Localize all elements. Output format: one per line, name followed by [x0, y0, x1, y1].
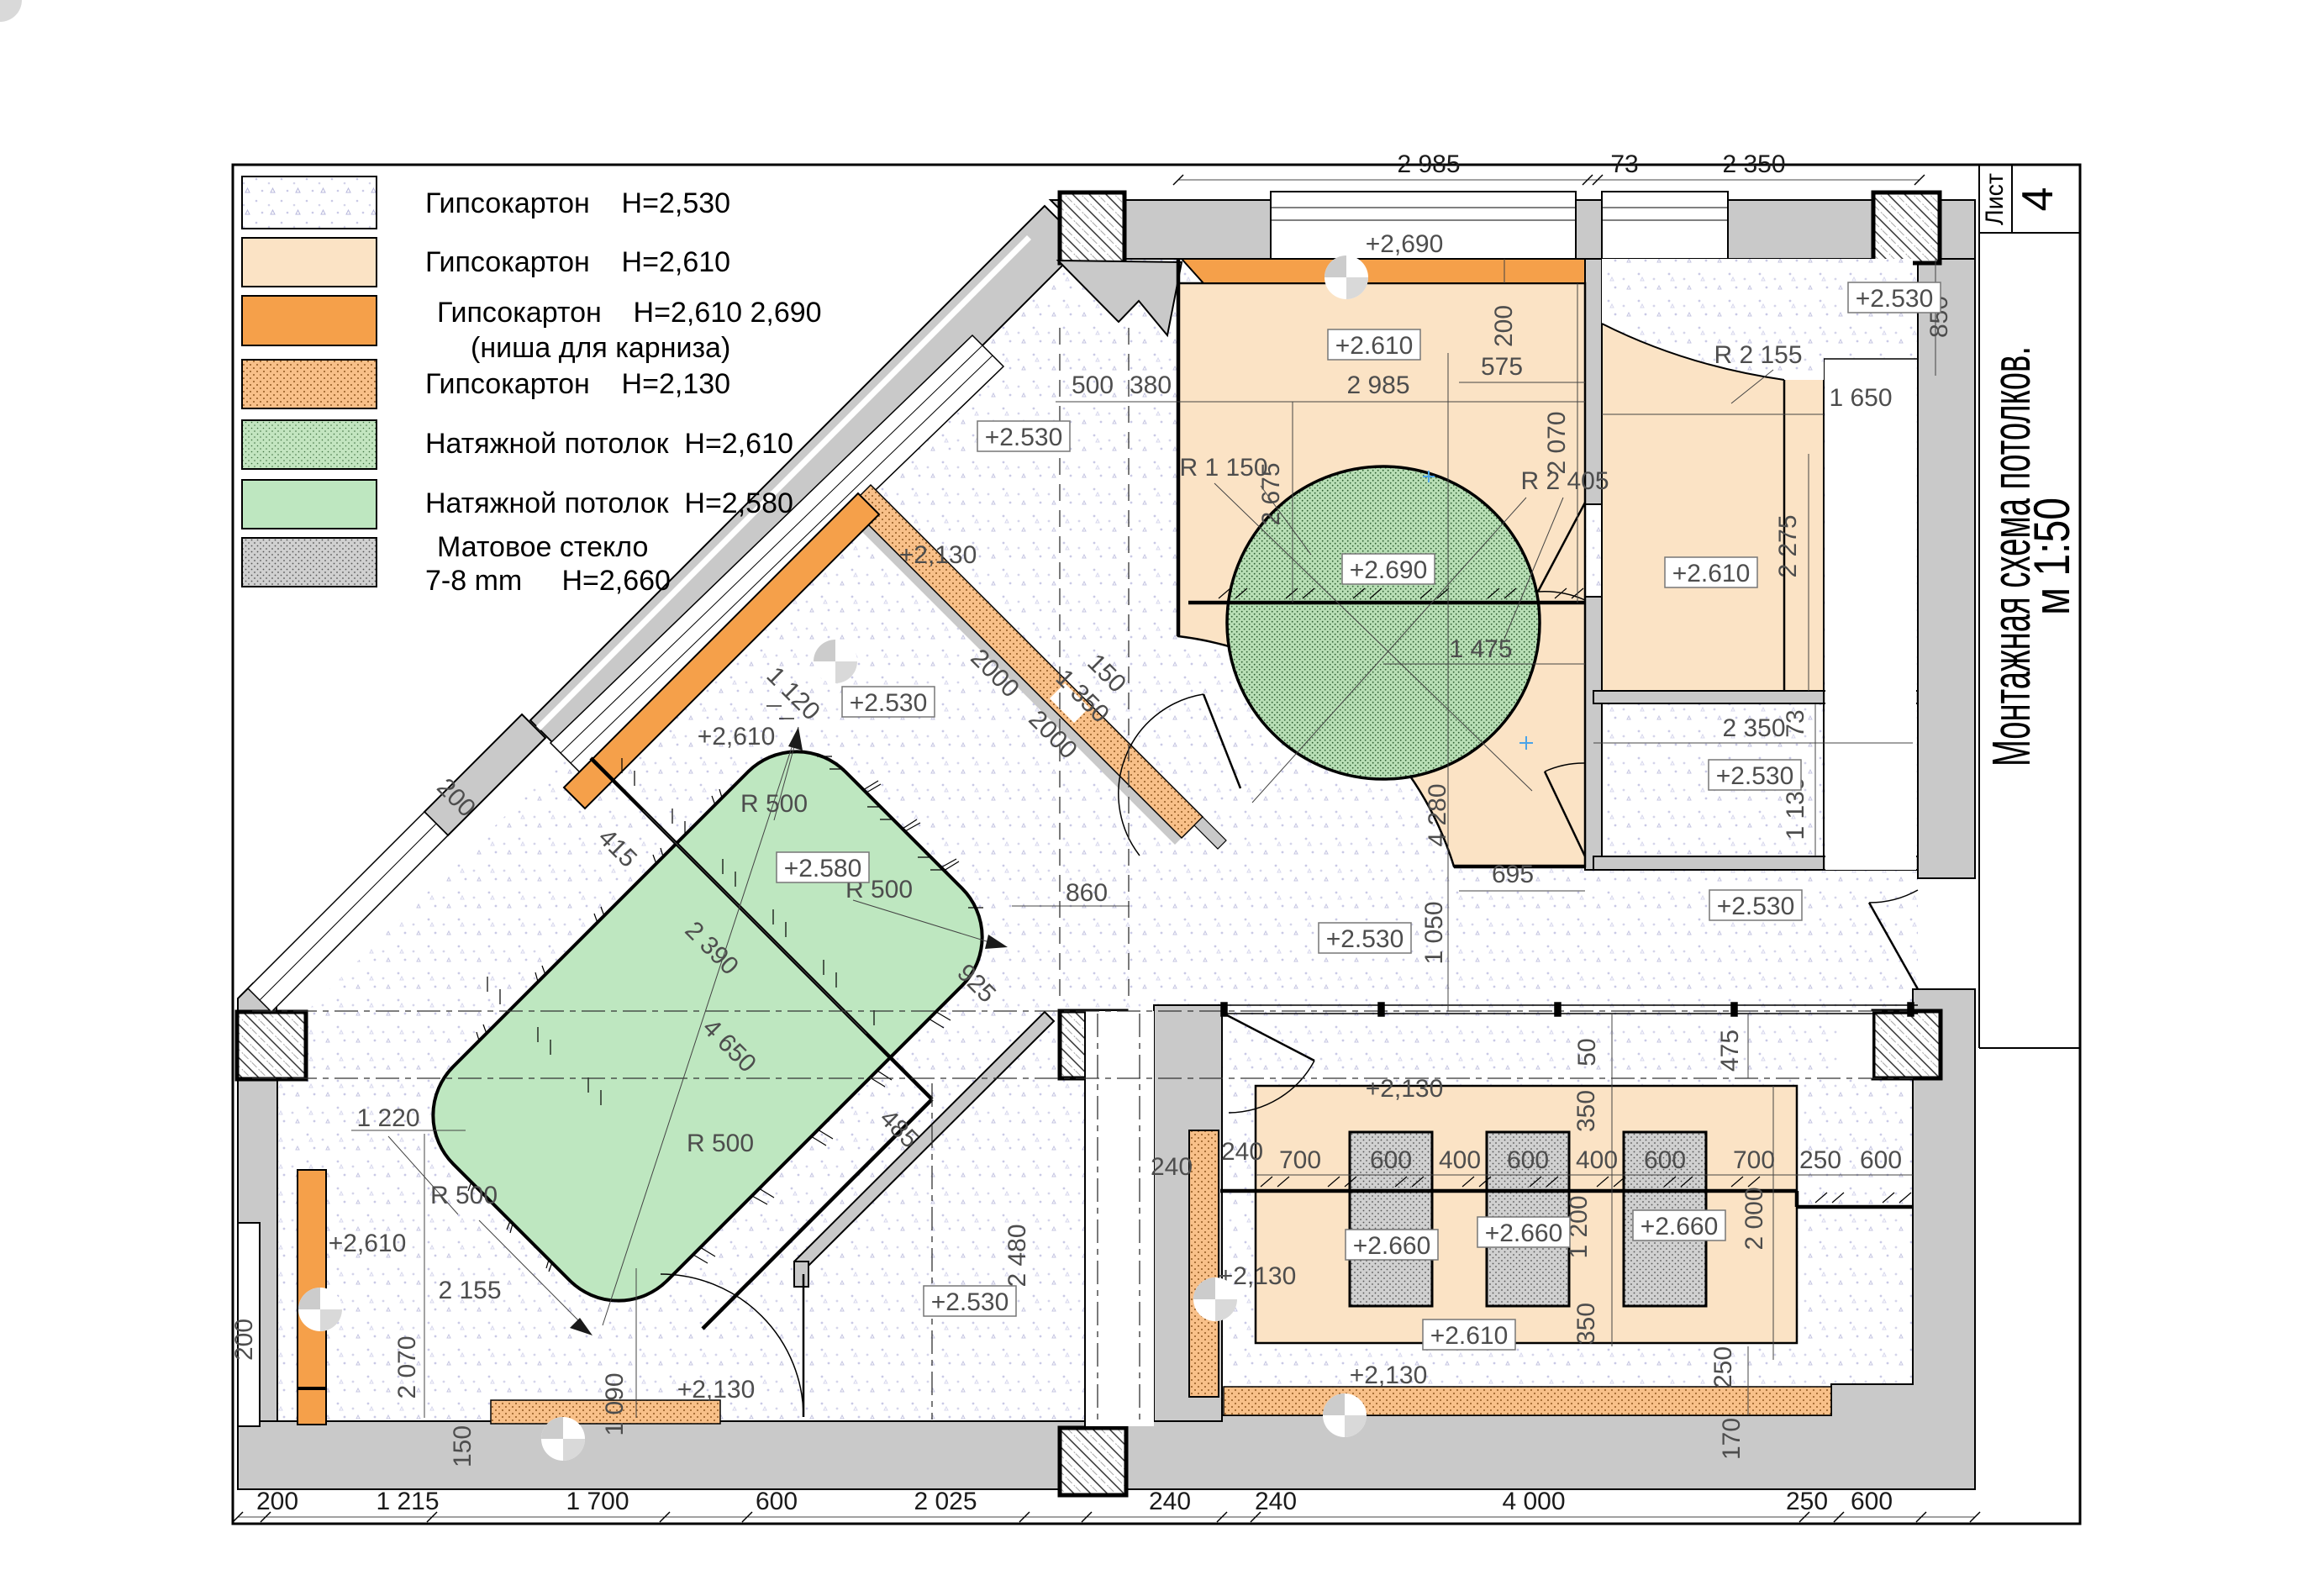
svg-text:Гипсокартон Н=2,610 2,690: Гипсокартон Н=2,610 2,690	[437, 297, 822, 329]
svg-text:+2.530: +2.530	[850, 689, 928, 717]
svg-text:1 700: 1 700	[566, 1488, 629, 1515]
svg-text:+2.660: +2.660	[1485, 1219, 1563, 1247]
svg-text:1 215: 1 215	[376, 1488, 439, 1515]
svg-text:+2.530: +2.530	[985, 424, 1063, 451]
svg-text:860: 860	[1066, 879, 1108, 907]
svg-text:240: 240	[1149, 1488, 1191, 1515]
svg-text:4 000: 4 000	[1502, 1488, 1565, 1515]
svg-text:Натяжной потолок Н=2,610: Натяжной потолок Н=2,610	[425, 428, 793, 460]
svg-text:R 2 155: R 2 155	[1714, 341, 1802, 369]
svg-text:150: 150	[449, 1425, 477, 1467]
svg-text:600: 600	[1644, 1146, 1686, 1174]
svg-text:475: 475	[1716, 1030, 1744, 1072]
svg-text:600: 600	[1370, 1146, 1412, 1174]
svg-text:Гипсокартон Н=2,610: Гипсокартон Н=2,610	[425, 246, 730, 278]
svg-text:Гипсокартон Н=2,130: Гипсокартон Н=2,130	[425, 368, 730, 400]
svg-text:2 985: 2 985	[1346, 371, 1409, 399]
svg-text:+2.580: +2.580	[784, 855, 862, 882]
svg-text:250: 250	[1799, 1146, 1841, 1174]
svg-text:R 1 150: R 1 150	[1179, 454, 1267, 482]
svg-text:250: 250	[1709, 1346, 1737, 1388]
svg-text:+2.660: +2.660	[1641, 1213, 1719, 1240]
svg-text:+2,130: +2,130	[677, 1376, 756, 1404]
svg-text:м 1:50: м 1:50	[2024, 498, 2080, 615]
svg-text:R 500: R 500	[430, 1182, 498, 1209]
svg-text:+2.610: +2.610	[1430, 1322, 1509, 1350]
svg-text:2 985: 2 985	[1397, 150, 1460, 178]
svg-text:Натяжной потолок Н=2,580: Натяжной потолок Н=2,580	[425, 487, 793, 519]
svg-text:2 675: 2 675	[1257, 462, 1285, 525]
svg-text:200: 200	[256, 1488, 298, 1515]
svg-text:+2.610: +2.610	[1335, 332, 1414, 360]
svg-text:R 2 405: R 2 405	[1520, 467, 1609, 495]
svg-text:2 025: 2 025	[914, 1488, 977, 1515]
svg-text:600: 600	[1507, 1146, 1549, 1174]
svg-text:(ниша для карниза): (ниша для карниза)	[471, 332, 730, 364]
svg-text:1 650: 1 650	[1829, 384, 1892, 412]
svg-text:73: 73	[1610, 150, 1638, 178]
svg-text:50: 50	[1573, 1038, 1601, 1066]
svg-text:+2,610: +2,610	[329, 1230, 407, 1257]
svg-text:2 275: 2 275	[1774, 514, 1802, 577]
svg-text:Монтажная схема потолков.: Монтажная схема потолков.	[1981, 346, 2041, 766]
svg-text:700: 700	[1279, 1146, 1321, 1174]
svg-text:1 090: 1 090	[601, 1372, 629, 1435]
svg-text:+2,130: +2,130	[1350, 1362, 1428, 1389]
svg-text:500: 500	[1072, 371, 1114, 399]
svg-text:575: 575	[1481, 353, 1523, 381]
svg-text:700: 700	[1733, 1146, 1775, 1174]
svg-text:600: 600	[1860, 1146, 1902, 1174]
svg-text:Лист: Лист	[1981, 173, 2009, 225]
svg-text:+2.530: +2.530	[1717, 893, 1795, 920]
svg-text:+2.690: +2.690	[1350, 556, 1428, 584]
svg-text:Матовое стекло: Матовое стекло	[437, 531, 648, 563]
svg-text:2 070: 2 070	[1543, 411, 1571, 474]
svg-text:240: 240	[1221, 1138, 1263, 1166]
svg-text:+2.610: +2.610	[1672, 560, 1751, 587]
svg-text:1 220: 1 220	[356, 1104, 419, 1132]
svg-text:170: 170	[1718, 1418, 1746, 1460]
svg-text:R 500: R 500	[687, 1130, 754, 1157]
svg-text:695: 695	[1492, 861, 1534, 888]
svg-text:600: 600	[1851, 1488, 1893, 1515]
svg-text:250: 250	[1786, 1488, 1828, 1515]
svg-text:2 000: 2 000	[1741, 1187, 1768, 1250]
svg-text:2 070: 2 070	[393, 1335, 421, 1398]
svg-text:+2.660: +2.660	[1353, 1232, 1431, 1260]
svg-text:240: 240	[1255, 1488, 1297, 1515]
svg-text:2 350: 2 350	[1722, 714, 1785, 742]
svg-text:+2,130: +2,130	[1366, 1075, 1444, 1103]
svg-text:R 500: R 500	[740, 790, 808, 818]
svg-text:4 280: 4 280	[1424, 783, 1451, 846]
svg-text:Гипсокартон Н=2,530: Гипсокартон Н=2,530	[425, 187, 730, 219]
svg-text:200: 200	[230, 1319, 258, 1361]
svg-text:350: 350	[1572, 1090, 1600, 1132]
svg-text:+2,690: +2,690	[1366, 230, 1444, 258]
svg-text:380: 380	[1130, 371, 1172, 399]
svg-text:600: 600	[756, 1488, 798, 1515]
svg-text:240: 240	[1151, 1153, 1193, 1181]
svg-text:+2.530: +2.530	[1856, 285, 1934, 313]
svg-text:1 050: 1 050	[1420, 901, 1448, 964]
svg-text:400: 400	[1576, 1146, 1618, 1174]
svg-text:1 475: 1 475	[1449, 635, 1512, 663]
svg-text:2 155: 2 155	[438, 1277, 501, 1304]
svg-text:+2.530: +2.530	[1716, 762, 1794, 790]
svg-text:2 480: 2 480	[1003, 1224, 1031, 1287]
svg-text:2 350: 2 350	[1722, 150, 1785, 178]
svg-text:4: 4	[2014, 187, 2062, 212]
svg-text:+2.530: +2.530	[1326, 925, 1404, 953]
svg-text:350: 350	[1572, 1303, 1600, 1345]
svg-text:+2.530: +2.530	[931, 1288, 1009, 1316]
svg-text:400: 400	[1439, 1146, 1481, 1174]
svg-text:73: 73	[1782, 709, 1809, 737]
svg-text:200: 200	[1490, 305, 1518, 347]
svg-text:7-8 mm Н=2,660: 7-8 mm Н=2,660	[425, 565, 671, 597]
svg-text:+2,130: +2,130	[899, 541, 977, 569]
svg-text:+2,610: +2,610	[698, 723, 776, 751]
